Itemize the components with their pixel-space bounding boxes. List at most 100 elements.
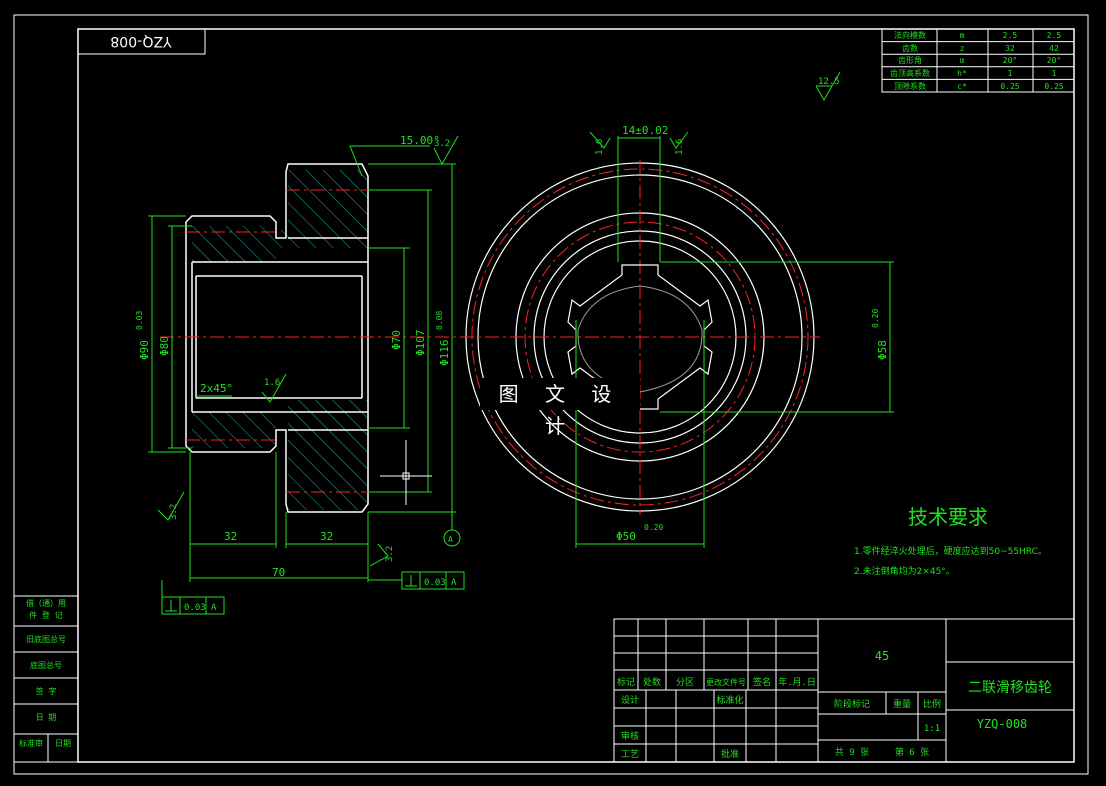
svg-text:0.20: 0.20 — [871, 309, 880, 328]
svg-text:第 6 张: 第 6 张 — [895, 746, 929, 758]
mirrored-code-box: YZQ-008 — [77, 28, 206, 55]
svg-text:标记: 标记 — [617, 676, 635, 688]
svg-text:共 9 张: 共 9 张 — [835, 747, 869, 758]
svg-text:齿顶高系数: 齿顶高系数 — [890, 68, 930, 78]
svg-text:处数: 处数 — [643, 676, 661, 688]
part-name-text: 二联滑移齿轮 — [968, 679, 1052, 696]
svg-text:3.2: 3.2 — [434, 139, 450, 149]
svg-text:签 字: 签 字 — [36, 686, 57, 696]
svg-text:Φ90: Φ90 — [138, 340, 151, 360]
svg-text:1.6: 1.6 — [264, 378, 280, 388]
svg-text:年.月.日: 年.月.日 — [778, 676, 816, 688]
svg-text:设计: 设计 — [621, 694, 639, 706]
svg-text:件 登 记: 件 登 记 — [29, 610, 63, 620]
svg-text:m: m — [960, 31, 965, 40]
svg-text:顶隙系数: 顶隙系数 — [894, 81, 926, 91]
perp-datum-right: A — [451, 578, 457, 588]
svg-text:z: z — [960, 44, 965, 53]
svg-text:Φ70: Φ70 — [390, 330, 403, 350]
title-block-text: 标记 处数 分区 更改文件号 签名 年.月.日 设计 标准化 审核 工艺 批准 … — [617, 649, 1052, 760]
tech-line-2: 2.未注倒角均为2×45°。 — [854, 565, 955, 577]
svg-text:1: 1 — [1052, 69, 1057, 78]
svg-text:分区: 分区 — [676, 677, 694, 688]
outer-frame — [13, 14, 1089, 775]
svg-text:0.03: 0.03 — [135, 311, 144, 330]
material-text: 45 — [875, 649, 889, 663]
svg-text:α: α — [960, 56, 965, 65]
svg-text:20°: 20° — [1047, 56, 1061, 65]
perp-value-right: 0.03 — [424, 578, 446, 588]
svg-text:阶段标记: 阶段标记 — [834, 698, 870, 710]
svg-text:0.25: 0.25 — [1000, 82, 1019, 91]
section-view — [160, 163, 470, 513]
svg-text:Φ107: Φ107 — [414, 330, 427, 357]
general-roughness-symbol: 12.5 — [815, 71, 841, 102]
svg-text:Φ80: Φ80 — [158, 336, 171, 356]
svg-text:1:1: 1:1 — [924, 724, 940, 734]
svg-text:日 期: 日 期 — [36, 713, 57, 722]
title-block — [613, 618, 1075, 763]
end-view-dimensions — [575, 131, 894, 548]
parameter-table — [881, 28, 1075, 93]
svg-text:3.2: 3.2 — [385, 546, 395, 562]
svg-text:A: A — [448, 535, 453, 544]
inner-frame — [77, 28, 1075, 763]
svg-text:标准审: 标准审 — [19, 738, 43, 748]
tech-line-1: 1.零件经淬火处理后，硬度应达到50~55HRC。 — [854, 545, 1047, 557]
svg-text:批准: 批准 — [721, 748, 739, 760]
svg-text:2.5: 2.5 — [1003, 31, 1018, 40]
svg-text:齿形角: 齿形角 — [898, 55, 922, 65]
svg-text:3.2: 3.2 — [169, 504, 179, 520]
svg-text:更改文件号: 更改文件号 — [706, 677, 746, 687]
parameter-table-text: 法向模数 m 2.5 2.5 齿数 z 32 42 齿形角 α 20° 20° … — [890, 30, 1064, 91]
svg-text:12.5: 12.5 — [818, 77, 840, 87]
svg-text:c*: c* — [957, 82, 967, 91]
side-revision-text: 借（通）用 件 登 记 旧底图总号 底图总号 签 字 日 期 标准审 日期 — [19, 598, 71, 748]
svg-text:审核: 审核 — [621, 730, 639, 742]
technical-requirements: 技术要求 1.零件经淬火处理后，硬度应达到50~55HRC。 2.未注倒角均为2… — [854, 505, 1047, 577]
svg-text:底图总号: 底图总号 — [30, 660, 62, 670]
svg-text:70: 70 — [272, 566, 285, 579]
svg-text:Φ116: Φ116 — [438, 340, 451, 367]
end-view — [460, 160, 820, 515]
svg-text:0.20: 0.20 — [644, 523, 663, 532]
svg-text:1: 1 — [1008, 69, 1013, 78]
svg-text:标准化: 标准化 — [716, 694, 743, 706]
svg-text:2.5: 2.5 — [1047, 31, 1062, 40]
svg-text:h*: h* — [957, 69, 967, 78]
svg-text:42: 42 — [1049, 44, 1059, 53]
tech-title: 技术要求 — [908, 505, 988, 529]
svg-text:比例: 比例 — [923, 698, 941, 710]
svg-text:Φ50: Φ50 — [616, 530, 636, 543]
section-dimension-texts: Φ90 0.03 Φ80 Φ70 Φ107 Φ116 0.08 15.00° 3… — [135, 134, 453, 579]
svg-text:14±0.02: 14±0.02 — [622, 124, 668, 137]
svg-text:旧底图总号: 旧底图总号 — [26, 634, 66, 644]
svg-text:齿数: 齿数 — [902, 43, 918, 53]
svg-text:工艺: 工艺 — [621, 749, 639, 760]
section-dimensions — [148, 135, 461, 582]
cad-crosshair — [380, 440, 432, 505]
svg-text:日期: 日期 — [55, 739, 71, 748]
svg-text:重量: 重量 — [893, 698, 911, 710]
svg-text:20°: 20° — [1003, 56, 1017, 65]
svg-text:2x45°: 2x45° — [200, 382, 233, 395]
svg-text:1.6: 1.6 — [595, 139, 605, 155]
side-revision-block — [13, 595, 79, 763]
svg-text:法向模数: 法向模数 — [894, 30, 926, 40]
svg-text:0.25: 0.25 — [1044, 82, 1063, 91]
mirrored-code-text: YZQ-008 — [110, 33, 172, 49]
svg-text:Φ58: Φ58 — [876, 340, 889, 360]
perp-value-left: 0.03 — [184, 603, 206, 613]
watermark-label: 图 文 设 计 — [480, 378, 640, 438]
svg-text:借（通）用: 借（通）用 — [26, 598, 66, 608]
svg-text:0.08: 0.08 — [435, 311, 444, 330]
svg-text:1.6: 1.6 — [675, 139, 685, 155]
perpendicularity-frame-left — [161, 580, 225, 615]
svg-text:32: 32 — [320, 530, 333, 543]
svg-text:32: 32 — [1005, 44, 1015, 53]
end-view-dimension-texts: 14±0.02 1.6 1.6 Φ58 0.20 Φ50 0.20 — [595, 124, 889, 543]
perp-datum-left: A — [211, 603, 217, 613]
drawing-number-text: YZQ-008 — [977, 717, 1028, 731]
svg-text:签名: 签名 — [753, 676, 771, 688]
